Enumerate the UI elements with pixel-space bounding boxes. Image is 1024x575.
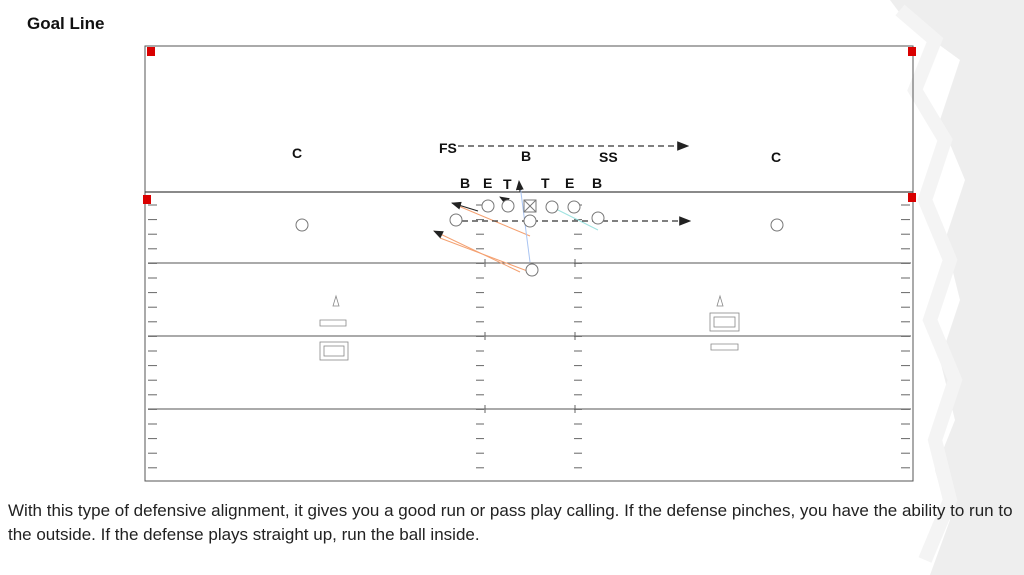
pylon-top-right <box>908 47 916 56</box>
defender-free-safety: FS <box>439 140 457 156</box>
player-qb <box>523 214 537 228</box>
defender-line-0: B <box>460 175 470 191</box>
defender-cb-left: C <box>292 145 302 161</box>
pylon-goal-right <box>908 193 916 202</box>
player-rb <box>525 263 539 277</box>
page-title: Goal Line <box>27 14 105 33</box>
defender-line-4: E <box>565 175 574 191</box>
offense <box>295 199 784 277</box>
defender-cb-right: C <box>771 149 781 165</box>
player-rt <box>567 200 581 214</box>
defender-strong-safety: SS <box>599 149 618 165</box>
defender-line-5: B <box>592 175 602 191</box>
route-pull-left <box>451 201 479 212</box>
route-back-left <box>433 230 521 273</box>
defender-line-1: E <box>483 175 492 191</box>
player-te-right <box>591 211 605 225</box>
yard-number-left <box>319 294 349 361</box>
player-lg <box>501 199 515 213</box>
defender-line-2: T <box>503 176 512 192</box>
player-wr-right <box>770 218 784 232</box>
player-te-left <box>449 213 463 227</box>
player-lt <box>481 199 495 213</box>
player-wr-left <box>295 218 309 232</box>
pylon-top-left <box>147 47 155 56</box>
caption-text: With this type of defensive alignment, i… <box>8 501 1013 544</box>
defender-line-3: T <box>541 175 550 191</box>
player-rg <box>545 200 559 214</box>
defender-mike: B <box>521 148 531 164</box>
pylon-goal-left <box>143 195 151 204</box>
route-center-up <box>515 180 524 193</box>
yard-number-right <box>709 294 740 351</box>
end-zone <box>144 45 914 193</box>
block-line-teal <box>551 206 599 231</box>
